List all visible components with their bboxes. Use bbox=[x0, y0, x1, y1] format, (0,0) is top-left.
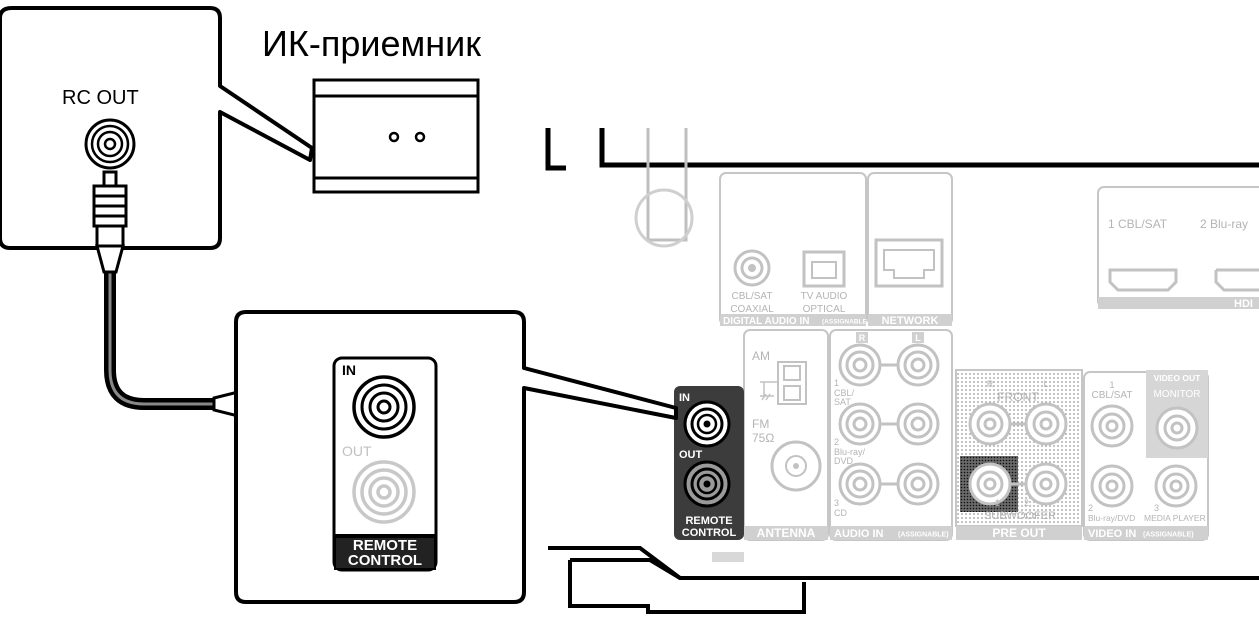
video-jacks bbox=[1090, 404, 1198, 508]
rc-out-jack-icon bbox=[84, 118, 136, 170]
audio-r-label: R bbox=[859, 333, 866, 343]
audio-l-label: L bbox=[915, 333, 921, 343]
ground-symbol-icon bbox=[760, 381, 778, 401]
svg-text:1: 1 bbox=[1109, 380, 1114, 390]
svg-text:DVD: DVD bbox=[834, 456, 854, 466]
chassis-edge-left bbox=[545, 128, 566, 171]
wifi-antenna bbox=[646, 128, 688, 242]
audio-in-assignable: (ASSIGNABLE) bbox=[898, 532, 949, 539]
rear-remote-out-jack-icon bbox=[683, 460, 731, 508]
video-in-label: VIDEO IN bbox=[1088, 528, 1136, 540]
svg-text:Blu-ray/DVD: Blu-ray/DVD bbox=[1088, 513, 1135, 523]
pre-out-label: PRE OUT bbox=[992, 526, 1046, 540]
audio-in-jacks bbox=[838, 343, 940, 506]
am-label: AM bbox=[752, 349, 770, 363]
coaxial-label-1: CBL/SAT bbox=[732, 291, 773, 302]
rear-remote-control-label-2: CONTROL bbox=[682, 527, 737, 539]
network-label: NETWORK bbox=[882, 315, 939, 327]
hdmi-label-2: 2 Blu-ray bbox=[1200, 217, 1248, 231]
cable-wire bbox=[104, 264, 222, 410]
ir-led-icon bbox=[414, 131, 426, 143]
antenna-band bbox=[744, 526, 828, 540]
chassis-tab bbox=[712, 552, 744, 562]
coaxial-jack-icon bbox=[733, 249, 771, 287]
subwoofer-label: SUBWOOFER bbox=[984, 510, 1056, 522]
fm-label-2: 75Ω bbox=[752, 431, 774, 445]
video-out-label: VIDEO OUT bbox=[1154, 373, 1202, 383]
front-label: FRONT bbox=[997, 390, 1039, 404]
svg-text:SAT: SAT bbox=[834, 397, 851, 407]
monitor-label: MONITOR bbox=[1153, 389, 1200, 400]
svg-text:CD: CD bbox=[834, 508, 847, 518]
receiver-rear-panel: CBL/SAT COAXIAL TV AUDIO OPTICAL DIGITAL… bbox=[545, 128, 1259, 614]
ir-receiver bbox=[312, 78, 480, 194]
ir-receiver-body bbox=[312, 94, 480, 180]
ir-sensor-icon bbox=[388, 131, 400, 143]
svg-text:3: 3 bbox=[834, 498, 839, 508]
remote-control-zoom-callout bbox=[234, 310, 678, 604]
chassis-edge-bottom bbox=[548, 546, 1259, 580]
coaxial-label-2: COAXIAL bbox=[730, 304, 774, 315]
svg-text:R: R bbox=[987, 379, 994, 389]
rear-remote-out-label: OUT bbox=[679, 449, 703, 461]
optical-label-1: TV AUDIO bbox=[801, 291, 848, 302]
audio-in-label: AUDIO IN bbox=[834, 528, 884, 540]
fm-label-1: FM bbox=[752, 417, 769, 431]
am-terminal-icon bbox=[777, 361, 807, 405]
zoom-remote-control-label-1: REMOTE bbox=[352, 537, 418, 554]
rc-out-callout-frame bbox=[0, 6, 314, 250]
zoom-out-label: OUT bbox=[342, 443, 372, 459]
zoom-out-jack-icon bbox=[352, 460, 416, 524]
hdmi-port-2-icon bbox=[1214, 268, 1259, 292]
svg-text:3: 3 bbox=[1154, 503, 1159, 513]
chassis-foot bbox=[568, 558, 806, 614]
svg-text:2: 2 bbox=[1088, 503, 1093, 513]
ir-receiver-label: ИК-приемник bbox=[262, 23, 481, 64]
rear-remote-in-label: IN bbox=[679, 392, 690, 404]
antenna-base-icon bbox=[634, 188, 694, 248]
pre-out-jacks bbox=[968, 402, 1068, 506]
chassis-edge-top bbox=[599, 128, 1259, 168]
svg-text:CBL/: CBL/ bbox=[834, 388, 855, 398]
rear-remote-in-jack-icon bbox=[683, 400, 731, 448]
optical-jack-icon bbox=[802, 250, 846, 288]
zoom-remote-control-label-2: CONTROL bbox=[347, 552, 423, 569]
digital-audio-in-block bbox=[719, 172, 867, 326]
hdmi-band bbox=[1098, 297, 1259, 309]
zoom-in-jack-icon bbox=[352, 375, 416, 439]
antenna-label: ANTENNA bbox=[757, 526, 816, 540]
network-band bbox=[868, 314, 952, 326]
svg-text:2: 2 bbox=[834, 437, 839, 447]
rca-plug-top-icon bbox=[92, 170, 128, 274]
svg-text:2: 2 bbox=[1024, 498, 1029, 508]
zoom-in-label: IN bbox=[342, 362, 356, 378]
svg-text:1: 1 bbox=[834, 378, 839, 388]
audio-in-band bbox=[830, 526, 952, 540]
hdmi-tag: HDI bbox=[1234, 298, 1253, 310]
svg-text:L: L bbox=[1043, 379, 1048, 389]
digital-audio-in-band bbox=[720, 314, 866, 326]
digital-audio-in-assignable: (ASSIGNABLE) bbox=[822, 319, 869, 326]
hdmi-label-1: 1 CBL/SAT bbox=[1108, 217, 1168, 231]
monitor-jack-icon bbox=[1155, 406, 1199, 450]
ethernet-port-icon bbox=[874, 238, 944, 288]
pre-out-band bbox=[956, 526, 1082, 540]
rear-remote-control-label-1: REMOTE bbox=[685, 515, 732, 527]
video-in-band bbox=[1084, 526, 1208, 540]
video-in-assignable: (ASSIGNABLE) bbox=[1143, 532, 1194, 539]
digital-audio-in-label: DIGITAL AUDIO IN bbox=[723, 316, 809, 327]
fm-jack-icon bbox=[770, 440, 822, 492]
svg-text:MEDIA PLAYER: MEDIA PLAYER bbox=[1144, 513, 1206, 523]
rc-out-callout bbox=[0, 6, 314, 250]
rc-out-label: RC OUT bbox=[62, 87, 139, 109]
optical-label-2: OPTICAL bbox=[803, 304, 846, 315]
svg-text:1: 1 bbox=[995, 498, 1000, 508]
svg-text:Blu-ray/: Blu-ray/ bbox=[834, 447, 866, 457]
hdmi-port-1-icon bbox=[1108, 268, 1178, 292]
video-in-1-label: CBL/SAT bbox=[1092, 390, 1133, 401]
